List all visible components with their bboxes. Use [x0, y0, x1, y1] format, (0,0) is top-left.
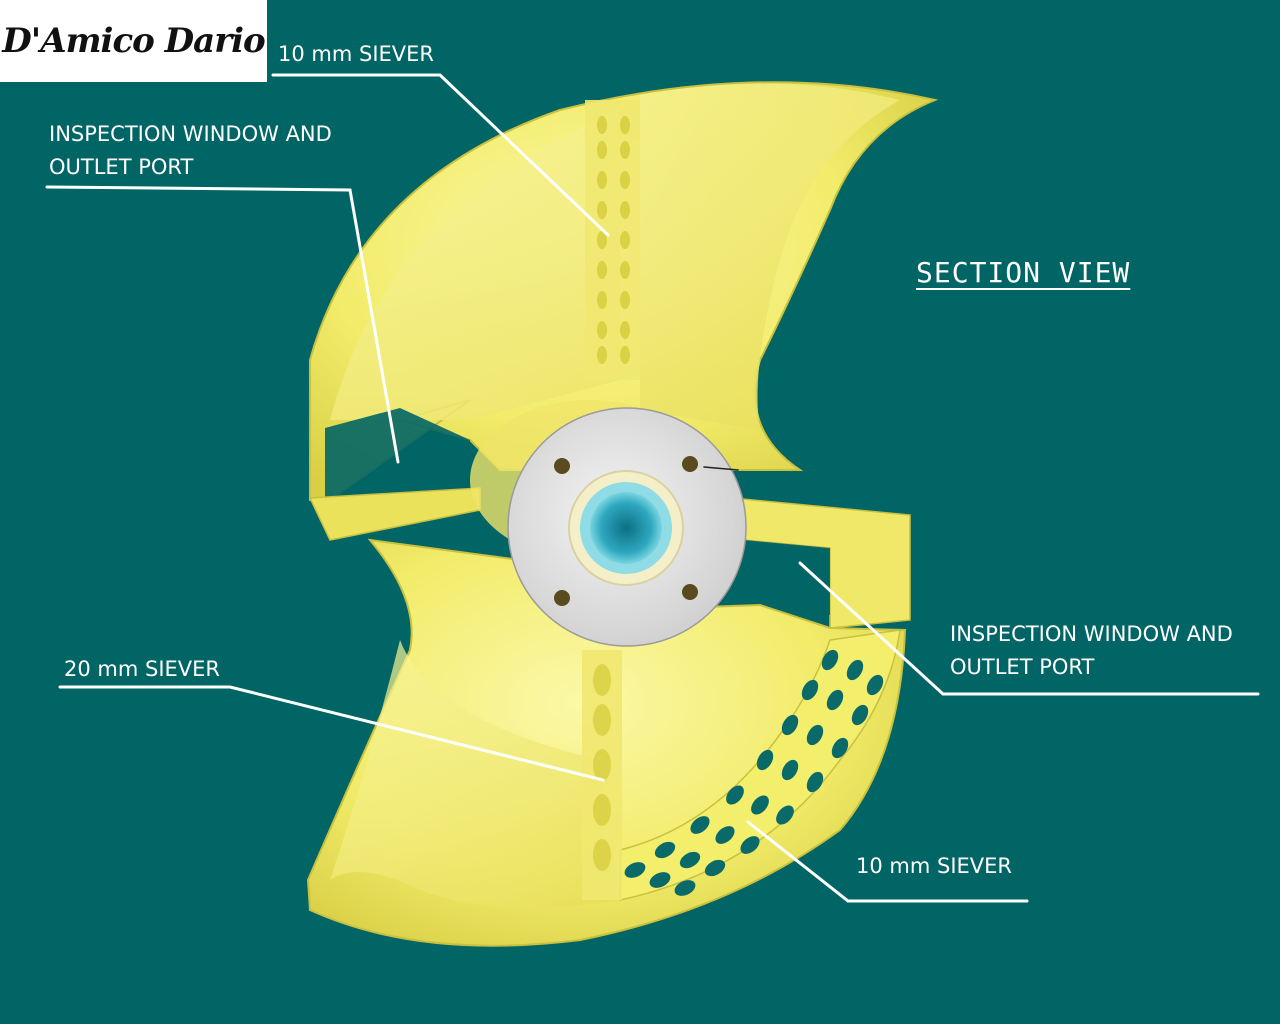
callout-bottom-sieve: 10 mm SIEVER — [856, 850, 1012, 883]
callout-right-window-line1: INSPECTION WINDOW AND — [950, 622, 1233, 646]
twenty-mm-sieve-holes — [593, 664, 611, 871]
leader-20-sieve — [58, 685, 605, 782]
right-window-slot — [745, 540, 830, 615]
callout-left-window-line2: OUTLET PORT — [49, 155, 194, 179]
callout-left-window-line1: INSPECTION WINDOW AND — [49, 122, 332, 146]
section-view-title: SECTION VIEW — [916, 256, 1131, 289]
leader-right-window — [798, 561, 1260, 696]
callout-top-sieve-text: 10 mm SIEVER — [278, 42, 435, 66]
callout-right-window-line2: OUTLET PORT — [950, 655, 1095, 679]
lower-blade-inner — [330, 640, 620, 908]
bore — [590, 492, 662, 564]
callout-bottom-sieve-text: 10 mm SIEVER — [856, 854, 1013, 878]
logo-panel: D'Amico Dario — [0, 0, 267, 82]
logo-signature: D'Amico Dario — [2, 21, 265, 61]
leader-lines — [45, 73, 1260, 903]
callout-20-sieve: 20 mm SIEVER — [64, 653, 220, 686]
callout-left-window: INSPECTION WINDOW AND OUTLET PORT — [49, 118, 332, 184]
callout-top-sieve: 10 mm SIEVER — [278, 38, 434, 71]
callout-right-window: INSPECTION WINDOW AND OUTLET PORT — [950, 618, 1233, 684]
leader-top-sieve — [271, 73, 610, 237]
upper-sieve-plate — [585, 100, 640, 380]
upper-sieve-holes — [597, 116, 630, 364]
bolt-holes — [554, 456, 698, 606]
left-window-frame — [308, 487, 481, 541]
leader-bottom-sieve — [746, 820, 1029, 903]
leader-hub-tick — [703, 466, 739, 471]
leader-left-window — [45, 185, 400, 464]
callout-20-sieve-text: 20 mm SIEVER — [64, 657, 221, 681]
lower-sieve-holes — [624, 649, 884, 896]
